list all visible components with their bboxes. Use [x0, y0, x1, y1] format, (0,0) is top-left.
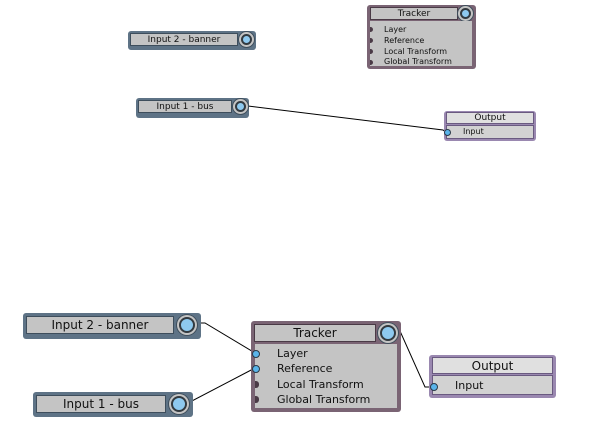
output-port[interactable] — [241, 34, 252, 45]
node-input1-bus-small[interactable]: Input 1 - bus — [136, 98, 249, 118]
node-output-small[interactable]: Output Input — [444, 111, 536, 141]
wire-input2-layer — [195, 322, 256, 354]
input-port[interactable] — [370, 60, 373, 65]
output-port[interactable] — [235, 101, 246, 112]
input-label-global-transform: Global Transform — [277, 393, 371, 406]
input-port-reference[interactable] — [252, 365, 260, 373]
input-port-local-transform[interactable] — [255, 381, 259, 388]
node-body: Input — [432, 375, 553, 395]
output-port[interactable] — [171, 396, 187, 412]
input-label-reference: Reference — [277, 362, 333, 375]
input-port[interactable] — [370, 27, 373, 32]
node-tracker-large[interactable]: Tracker Layer Reference Local Transform … — [251, 321, 401, 412]
input-label-layer: Layer — [384, 25, 407, 34]
node-title: Input 2 - banner — [26, 316, 174, 334]
input-port[interactable] — [370, 49, 373, 54]
input-port[interactable] — [430, 383, 438, 391]
node-input2-banner-small[interactable]: Input 2 - banner — [128, 31, 256, 50]
input-label-global-transform: Global Transform — [384, 57, 452, 66]
node-body: Input — [446, 125, 534, 139]
wire-input1-output — [242, 105, 448, 134]
input-port[interactable] — [370, 38, 373, 43]
node-input1-bus-large[interactable]: Input 1 - bus — [33, 392, 193, 417]
input-port-global-transform[interactable] — [255, 396, 259, 403]
node-body: Layer Reference Local Transform Global T… — [370, 21, 472, 66]
input-port-layer[interactable] — [252, 350, 260, 358]
output-port[interactable] — [380, 325, 396, 341]
node-title: Tracker — [370, 7, 458, 20]
node-title: Input 1 - bus — [36, 395, 166, 413]
input-label-local-transform: Local Transform — [384, 47, 448, 56]
output-port[interactable] — [179, 317, 195, 333]
input-label-input: Input — [455, 379, 484, 392]
node-title: Tracker — [254, 324, 376, 342]
input-label-input: Input — [463, 127, 484, 136]
output-port[interactable] — [460, 8, 471, 19]
node-body: Layer Reference Local Transform Global T… — [252, 344, 397, 408]
node-input2-banner-large[interactable]: Input 2 - banner — [23, 313, 201, 339]
node-title: Input 2 - banner — [130, 33, 238, 46]
node-title: Input 1 - bus — [138, 100, 232, 113]
node-tracker-small[interactable]: Tracker Layer Reference Local Transform … — [367, 5, 476, 69]
input-label-reference: Reference — [384, 36, 425, 45]
input-label-local-transform: Local Transform — [277, 378, 364, 391]
input-port[interactable] — [444, 129, 451, 136]
node-title: Output — [432, 357, 553, 374]
input-label-layer: Layer — [277, 347, 308, 360]
node-title: Output — [446, 112, 534, 124]
node-output-large[interactable]: Output Input — [429, 355, 556, 398]
